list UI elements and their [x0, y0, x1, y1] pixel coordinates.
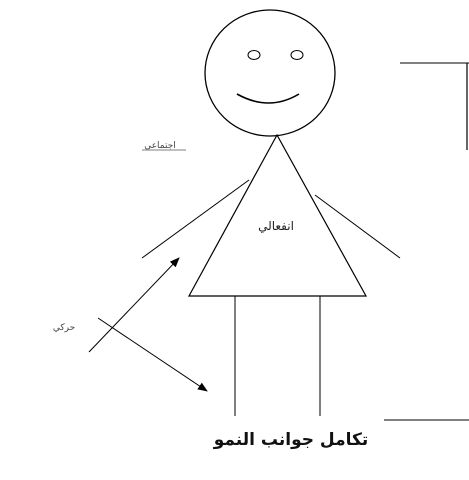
arrow-down-right: [98, 318, 207, 391]
left-arm: [142, 180, 249, 258]
left-eye: [248, 51, 260, 60]
cognitive-label: اجتماعي: [144, 141, 176, 151]
right-eye: [291, 51, 303, 60]
body-triangle: [189, 135, 366, 296]
smile-mouth: [237, 94, 299, 103]
emotional-label: انفعالي: [258, 219, 294, 233]
arrow-up-right: [89, 258, 179, 352]
diagram-caption: تكامل جوانب النمو: [213, 430, 369, 450]
head-circle: [205, 10, 335, 136]
motor-label: حركي: [53, 323, 75, 333]
